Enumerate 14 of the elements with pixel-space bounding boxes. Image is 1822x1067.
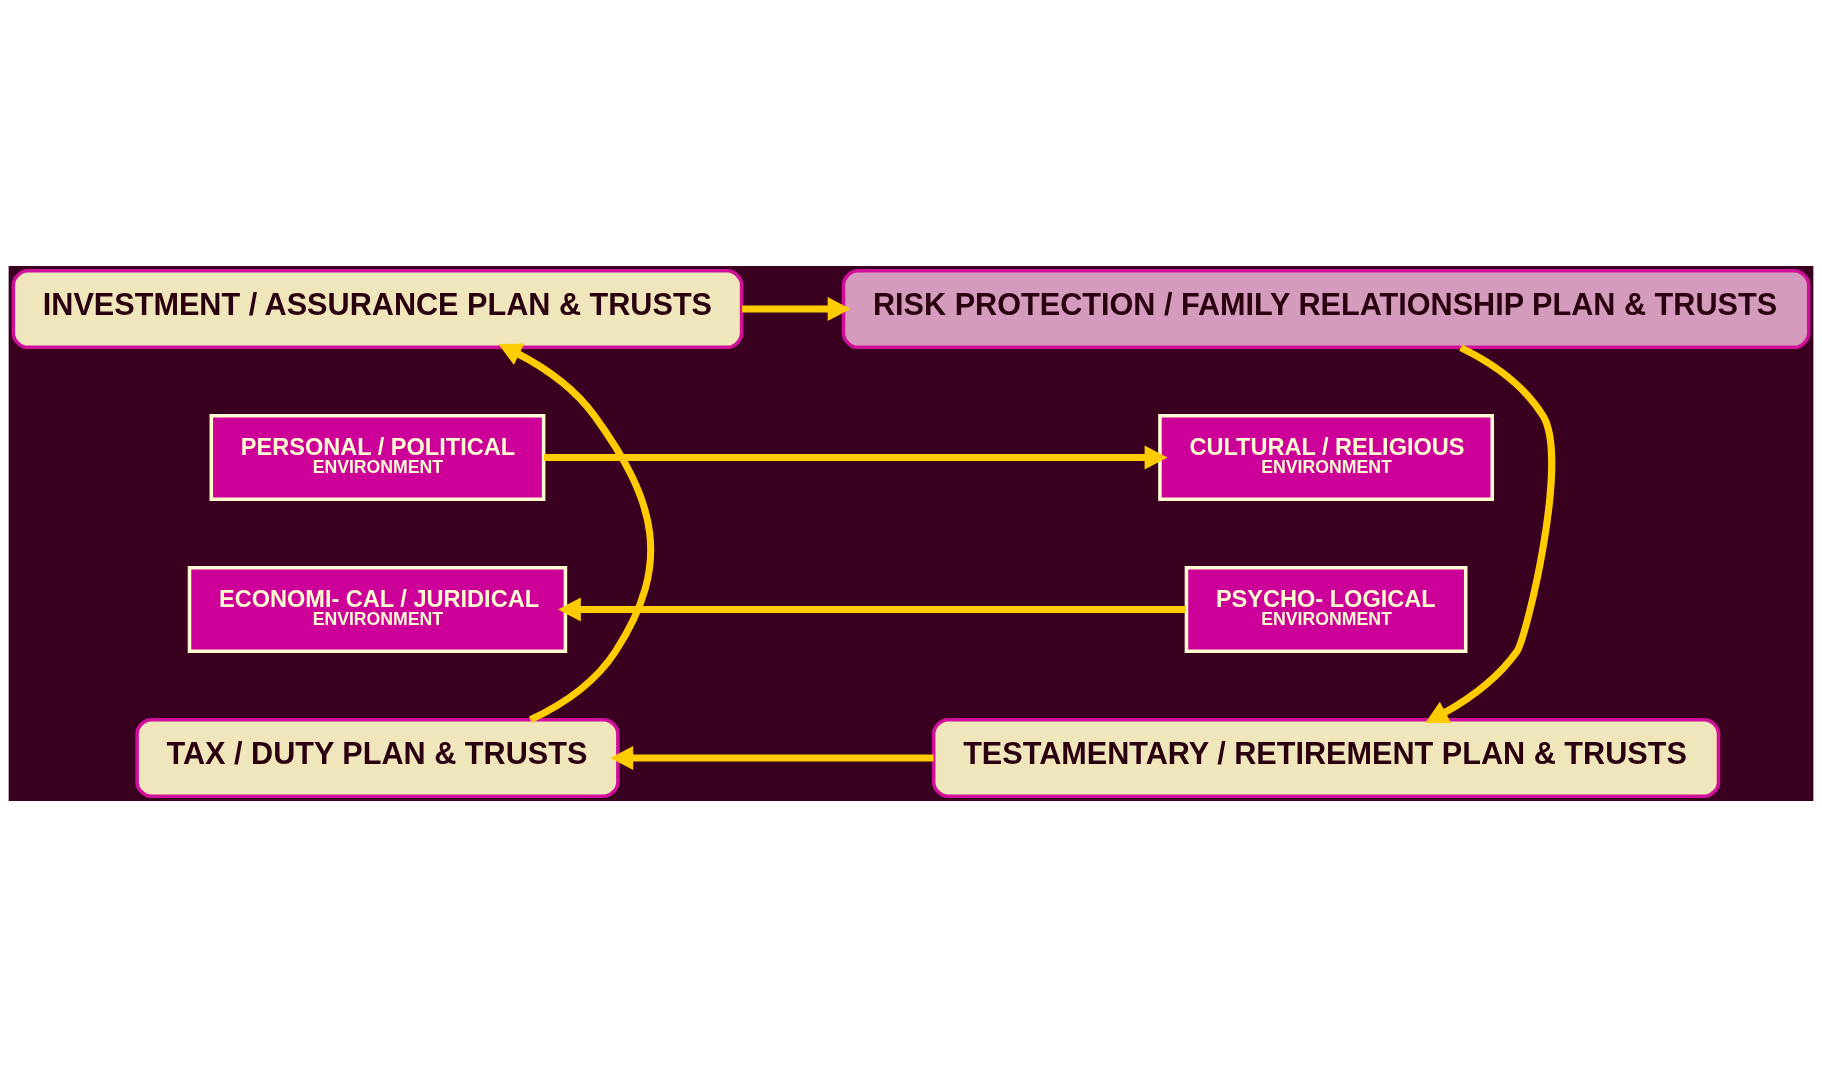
arrow <box>1425 344 1556 723</box>
arrow <box>610 745 934 770</box>
node-box: RISK PROTECTION / FAMILY RELATIONSHIP PLAN & TRUSTS <box>841 268 1811 350</box>
arrow <box>498 343 655 723</box>
node-box: CULTURAL / RELIGIOUS ENVIRONMENT <box>1158 413 1494 502</box>
node-box: TESTAMENTARY / RETIREMENT PLAN & TRUSTS <box>931 717 1721 799</box>
node-box: INVESTMENT / ASSURANCE PLAN & TRUSTS <box>11 268 744 350</box>
node-box: ECONOMI- CAL / JURIDICAL ENVIRONMENT <box>187 565 568 654</box>
node-box: PSYCHO- LOGICAL ENVIRONMENT <box>1184 565 1468 654</box>
arrow <box>742 297 851 322</box>
arrow <box>543 445 1168 470</box>
node-box: TAX / DUTY PLAN & TRUSTS <box>135 717 620 799</box>
arrow <box>557 597 1187 622</box>
node-box: PERSONAL / POLITICAL ENVIRONMENT <box>209 413 546 502</box>
